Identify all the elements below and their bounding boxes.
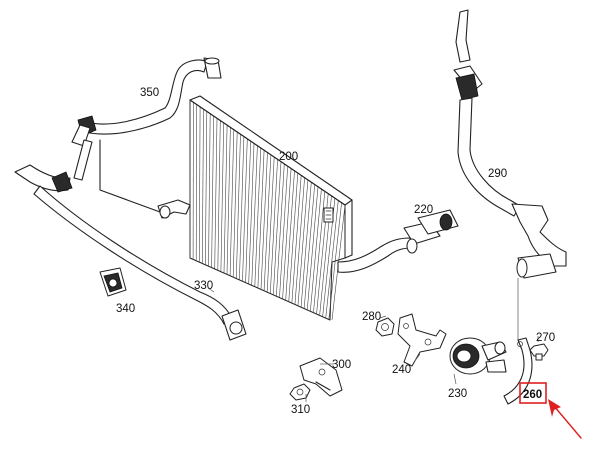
hose-330[interactable] [14, 139, 247, 341]
part-label-330: 330 [194, 280, 213, 292]
leader-lines [207, 287, 539, 402]
part-label-220: 220 [414, 204, 433, 216]
part-label-260: 260 [523, 389, 542, 401]
bolt-270[interactable] [529, 343, 549, 361]
radiator[interactable] [189, 95, 353, 321]
bolt-310[interactable] [289, 383, 311, 401]
part-labels: 350 200 290 220 330 340 280 270 300 240 … [116, 87, 555, 416]
highlight-260[interactable]: 260 [519, 382, 582, 439]
hose-220[interactable] [337, 209, 459, 273]
hose-350[interactable] [71, 57, 222, 147]
connector-hose [99, 139, 191, 219]
bracket-340[interactable] [99, 267, 127, 297]
nut-280[interactable] [375, 317, 395, 337]
part-label-350: 350 [140, 87, 159, 99]
part-label-230: 230 [448, 388, 467, 400]
part-label-290: 290 [488, 168, 507, 180]
part-label-300: 300 [332, 359, 351, 371]
bracket-240[interactable] [397, 313, 447, 367]
part-label-200: 200 [279, 151, 298, 163]
part-label-310: 310 [291, 404, 310, 416]
bracket-300[interactable] [299, 357, 343, 397]
part-label-340: 340 [116, 303, 135, 315]
part-label-280: 280 [362, 311, 381, 323]
highlight-box [519, 382, 547, 404]
part-label-240: 240 [392, 364, 411, 376]
pointer-arrowhead-icon [548, 399, 561, 417]
pointer-arrow-icon [553, 405, 582, 439]
hose-290[interactable] [453, 9, 567, 340]
part-label-270: 270 [536, 332, 555, 344]
water-pump-230[interactable] [449, 337, 507, 375]
